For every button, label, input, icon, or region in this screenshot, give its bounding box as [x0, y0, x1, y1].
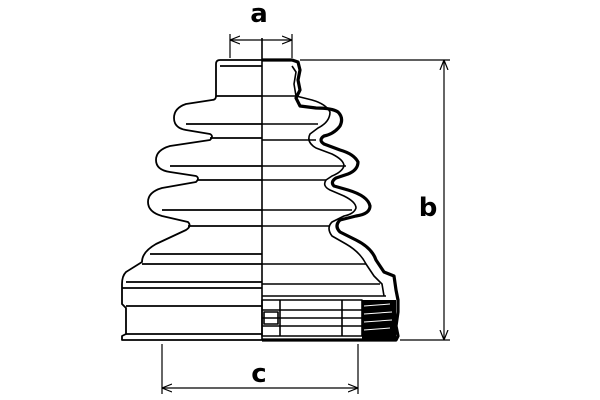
dimension-b-label: b [419, 193, 438, 223]
dimension-a-label: a [250, 0, 268, 29]
dimension-b [300, 59, 450, 341]
boot-left-half [121, 59, 262, 341]
dimension-c-label: c [251, 359, 266, 389]
dimension-c [161, 344, 359, 394]
boot-right-half-section [261, 58, 400, 342]
dimension-a [229, 34, 293, 58]
